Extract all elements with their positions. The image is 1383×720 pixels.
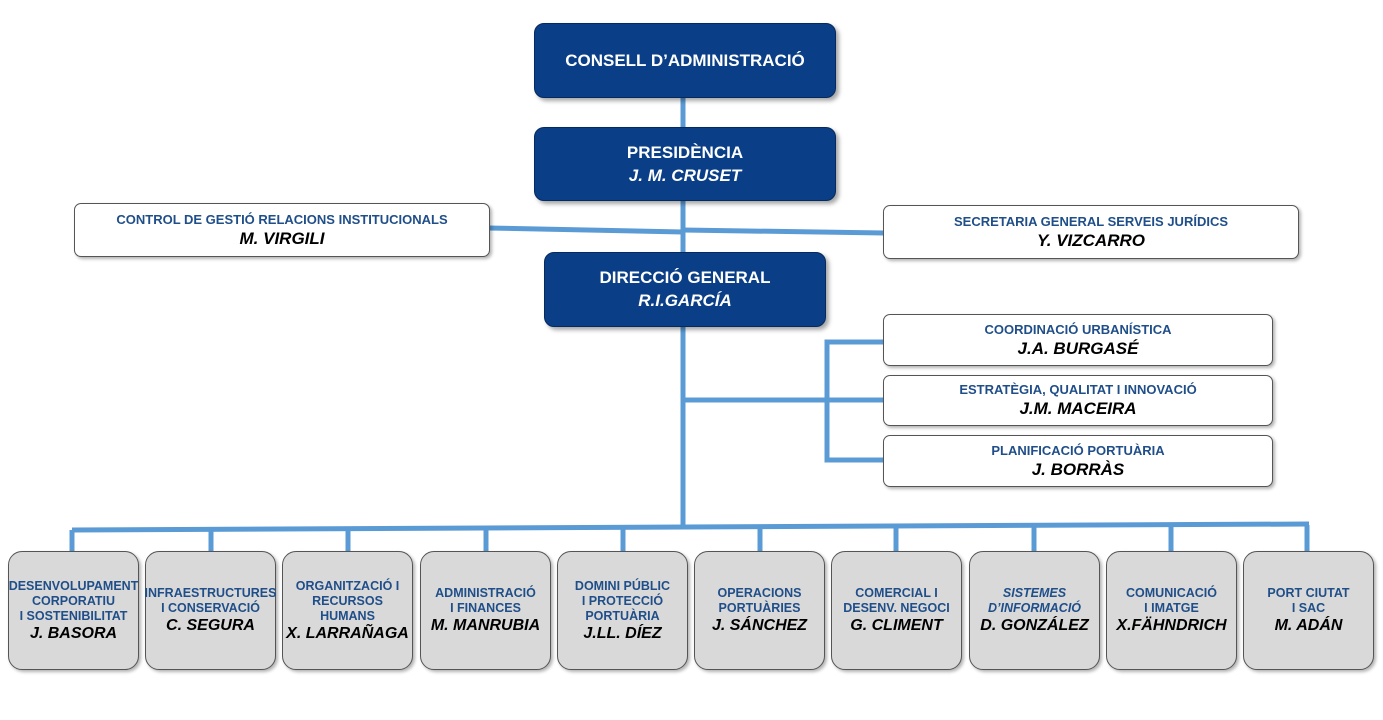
dept-person: X. LARRAÑAGA	[286, 624, 409, 642]
dept-person: M. ADÁN	[1274, 617, 1343, 634]
dept-operacions-portuaries: OPERACIONS PORTUÀRIES J. SÁNCHEZ	[694, 551, 825, 670]
box-person: J. BORRÀS	[1031, 459, 1125, 479]
box-person: Y. VIZCARRO	[1036, 230, 1145, 250]
dept-person: J.LL. DÍEZ	[583, 624, 662, 642]
dept-title: INFRAESTRUCTURES I CONSERVACIÓ	[144, 586, 277, 615]
dept-person: M. MANRUBIA	[430, 617, 541, 634]
dept-title: SISTEMES D’INFORMACIÓ	[987, 586, 1082, 615]
box-title: COORDINACIÓ URBANÍSTICA	[984, 321, 1172, 337]
dept-person: C. SEGURA	[166, 617, 255, 634]
dept-port-ciutat-sac: PORT CIUTAT I SAC M. ADÁN	[1243, 551, 1374, 670]
dept-title: PORT CIUTAT I SAC	[1267, 586, 1350, 615]
box-person: M. VIRGILI	[239, 228, 325, 248]
dept-title: DOMINI PÚBLIC I PROTECCIÓ PORTUÀRIA	[574, 578, 671, 623]
dept-title: DESENVOLUPAMENT CORPORATIU I SOSTENIBILI…	[8, 578, 139, 623]
box-person: J.A. BURGASÉ	[1017, 338, 1139, 358]
dept-sistemes-informacio: SISTEMES D’INFORMACIÓ D. GONZÁLEZ	[969, 551, 1100, 670]
box-title: PLANIFICACIÓ PORTUÀRIA	[991, 442, 1165, 458]
box-secretaria-general: SECRETARIA GENERAL SERVEIS JURÍDICS Y. V…	[883, 205, 1299, 259]
box-title: CONSELL D’ADMINISTRACIÓ	[565, 50, 805, 70]
box-title: DIRECCIÓ GENERAL	[599, 268, 771, 287]
dept-desenvolupament-corporatiu: DESENVOLUPAMENT CORPORATIU I SOSTENIBILI…	[8, 551, 139, 670]
box-coordinacio-urbanistica: COORDINACIÓ URBANÍSTICA J.A. BURGASÉ	[883, 314, 1273, 366]
line-to-control	[487, 225, 684, 235]
dept-comercial: COMERCIAL I DESENV. NEGOCI G. CLIMENT	[831, 551, 962, 670]
box-direccio-general: DIRECCIÓ GENERAL R.I.GARCÍA	[544, 252, 826, 327]
box-person: R.I.GARCÍA	[638, 291, 732, 310]
box-person: J. M. CRUSET	[628, 165, 742, 185]
dept-domini-public: DOMINI PÚBLIC I PROTECCIÓ PORTUÀRIA J.LL…	[557, 551, 688, 670]
dept-title: COMUNICACIÓ I IMATGE	[1126, 586, 1217, 615]
box-title: PRESIDÈNCIA	[626, 142, 744, 162]
box-title: ESTRATÈGIA, QUALITAT I INNOVACIÓ	[959, 382, 1197, 397]
dept-person: X.FÄHNDRICH	[1116, 617, 1227, 634]
line-to-secretaria	[682, 227, 885, 236]
dept-person: J. SÁNCHEZ	[711, 617, 808, 634]
dept-person: D. GONZÁLEZ	[980, 617, 1089, 634]
box-consell-administracio: CONSELL D’ADMINISTRACIÓ	[534, 23, 836, 98]
dept-title: ORGANITZACIÓ I RECURSOS HUMANS	[295, 578, 400, 623]
dept-title: ADMINISTRACIÓ I FINANCES	[435, 586, 536, 615]
dept-title: OPERACIONS PORTUÀRIES	[717, 586, 802, 615]
dept-person: J. BASORA	[29, 624, 118, 642]
line-department-bus	[71, 521, 1310, 533]
box-estrategia-qualitat: ESTRATÈGIA, QUALITAT I INNOVACIÓ J.M. MA…	[883, 375, 1273, 426]
department-drop-lines	[69, 525, 1310, 553]
box-title: SECRETARIA GENERAL SERVEIS JURÍDICS	[953, 213, 1228, 229]
dept-administracio-finances: ADMINISTRACIÓ I FINANCES M. MANRUBIA	[420, 551, 551, 670]
box-presidencia: PRESIDÈNCIA J. M. CRUSET	[534, 127, 836, 201]
dept-organitzacio-rrhh: ORGANITZACIÓ I RECURSOS HUMANS X. LARRAÑ…	[282, 551, 413, 670]
dept-title: COMERCIAL I DESENV. NEGOCI	[843, 586, 950, 615]
box-planificacio-portuaria: PLANIFICACIÓ PORTUÀRIA J. BORRÀS	[883, 435, 1273, 487]
dept-infraestructures: INFRAESTRUCTURES I CONSERVACIÓ C. SEGURA	[145, 551, 276, 670]
dept-person: G. CLIMENT	[850, 617, 943, 634]
box-control-gestio: CONTROL DE GESTIÓ RELACIONS INSTITUCIONA…	[74, 203, 490, 257]
box-person: J.M. MACEIRA	[1019, 399, 1137, 418]
dept-comunicacio-imatge: COMUNICACIÓ I IMATGE X.FÄHNDRICH	[1106, 551, 1237, 670]
box-title: CONTROL DE GESTIÓ RELACIONS INSTITUCIONA…	[116, 211, 448, 227]
